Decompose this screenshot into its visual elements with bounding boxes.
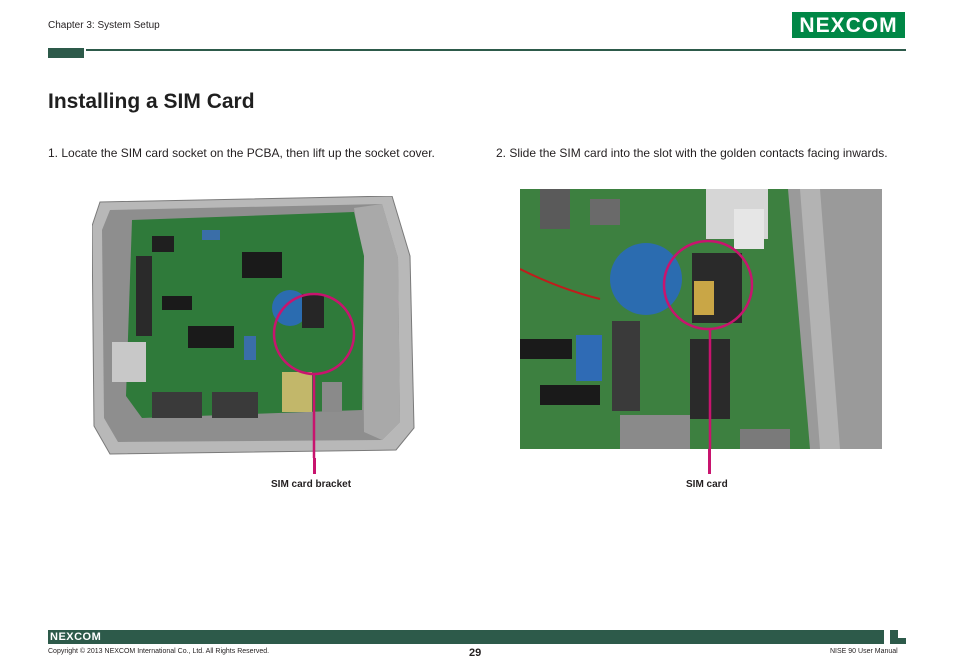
- sim-card-label: SIM card: [686, 479, 728, 490]
- step-2-text: 2. Slide the SIM card into the slot with…: [496, 146, 888, 160]
- page-number: 29: [469, 647, 482, 659]
- header-accent-block: [48, 48, 84, 58]
- page-title: Installing a SIM Card: [48, 90, 255, 113]
- right-callout-line-ext: [708, 449, 711, 474]
- left-callout-line-ext: [313, 458, 316, 474]
- footer-logo: NEXCOM: [50, 631, 102, 643]
- nexcom-logo: NEXCOM: [791, 11, 906, 39]
- footer-bar: [48, 630, 884, 644]
- footer-square: [890, 638, 898, 644]
- step-1-text: 1. Locate the SIM card socket on the PCB…: [48, 146, 435, 160]
- footer-square: [898, 638, 906, 644]
- copyright-text: Copyright © 2013 NEXCOM International Co…: [48, 648, 270, 655]
- footer-square: [890, 630, 898, 638]
- sim-card-bracket-label: SIM card bracket: [271, 479, 352, 490]
- pcba-chassis-photo: [92, 196, 415, 458]
- manual-name: NISE 90 User Manual: [830, 648, 898, 655]
- header-rule: [86, 49, 906, 51]
- sim-socket-closeup-photo: [520, 189, 882, 449]
- logo-text: NEXCOM: [799, 14, 898, 37]
- chapter-label: Chapter 3: System Setup: [48, 20, 160, 31]
